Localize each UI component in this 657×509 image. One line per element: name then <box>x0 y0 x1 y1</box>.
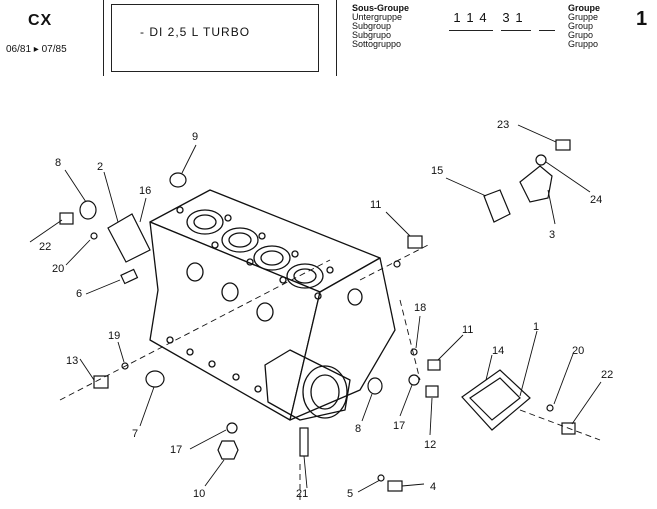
code-digit: 4 <box>479 10 488 25</box>
callout-label: 12 <box>424 439 436 451</box>
callout-label: 5 <box>347 488 353 500</box>
callout-label: 24 <box>590 194 602 206</box>
leader-lines <box>29 124 602 500</box>
callout-label: 2 <box>97 161 103 173</box>
group-label-de: Gruppe <box>568 12 599 22</box>
callout-label: 10 <box>193 488 205 500</box>
callout-label: 22 <box>39 241 51 253</box>
callout-label: 17 <box>393 420 405 432</box>
subgroup-label-en: Subgroup <box>352 21 392 31</box>
engine-designation: - DI 2,5 L TURBO <box>140 25 251 39</box>
callout-label: 13 <box>66 355 78 367</box>
production-dates: 06/81 ▸ 07/85 <box>6 44 67 55</box>
divider <box>103 0 104 76</box>
callout-label: 9 <box>192 131 198 143</box>
callout-label: 6 <box>76 288 82 300</box>
subgroup-label-fr: Sous-Groupe <box>352 3 410 13</box>
callout-label: 21 <box>296 488 308 500</box>
callout-label: 4 <box>430 481 436 493</box>
callout-label: 23 <box>497 119 509 131</box>
group-label-es: Grupo <box>568 30 594 40</box>
title-block: CX 06/81 ▸ 07/85 - DI 2,5 L TURBO Sous-G… <box>0 0 657 80</box>
callout-label: 11 <box>462 324 473 336</box>
callout-label: 19 <box>108 330 120 342</box>
callout-label: 8 <box>355 423 361 435</box>
divider <box>336 0 337 76</box>
engine-block-drawing <box>149 189 396 421</box>
group-labels: Groupe Gruppe Group Grupo Gruppo <box>568 4 600 49</box>
code-underline <box>449 30 493 31</box>
callout-label: 1 <box>533 321 539 333</box>
callout-label: 22 <box>601 369 613 381</box>
callout-label: 16 <box>139 185 151 197</box>
code-digit: 1 <box>515 10 524 25</box>
callout-label: 14 <box>492 345 504 357</box>
code-digit: 1 <box>466 10 475 25</box>
group-number: 1 <box>636 8 648 30</box>
subgroup-labels: Sous-Groupe Untergruppe Subgroup Subgrup… <box>352 4 409 49</box>
code-digit: 1 <box>453 10 462 25</box>
callout-numbers: 1 2 3 4 5 6 7 8 8 9 10 11 11 12 13 14 15… <box>39 119 613 500</box>
callout-label: 8 <box>55 157 61 169</box>
subgroup-label-de: Untergruppe <box>352 12 403 22</box>
group-label-en: Group <box>568 21 594 31</box>
vehicle-model: CX <box>28 12 53 29</box>
group-label-it: Gruppo <box>568 39 599 49</box>
component-parts <box>59 139 576 492</box>
code-digit: 3 <box>502 10 511 25</box>
callout-label: 17 <box>170 444 182 456</box>
subgroup-label-it: Sottogruppo <box>352 39 402 49</box>
callout-label: 3 <box>549 229 555 241</box>
callout-label: 11 <box>370 199 381 211</box>
callout-label: 20 <box>52 263 64 275</box>
code-underline <box>501 30 531 31</box>
callout-label: 20 <box>572 345 584 357</box>
callout-label: 15 <box>431 165 443 177</box>
callout-label: 18 <box>414 302 426 314</box>
subgroup-label-es: Subgrupo <box>352 30 392 40</box>
callout-label: 7 <box>132 428 138 440</box>
code-underline <box>539 30 555 31</box>
exploded-view-diagram: 1 2 3 4 5 6 7 8 8 9 10 11 11 12 13 14 15… <box>29 119 613 500</box>
engine-box: - DI 2,5 L TURBO <box>111 4 319 72</box>
group-label-fr: Groupe <box>568 3 601 13</box>
